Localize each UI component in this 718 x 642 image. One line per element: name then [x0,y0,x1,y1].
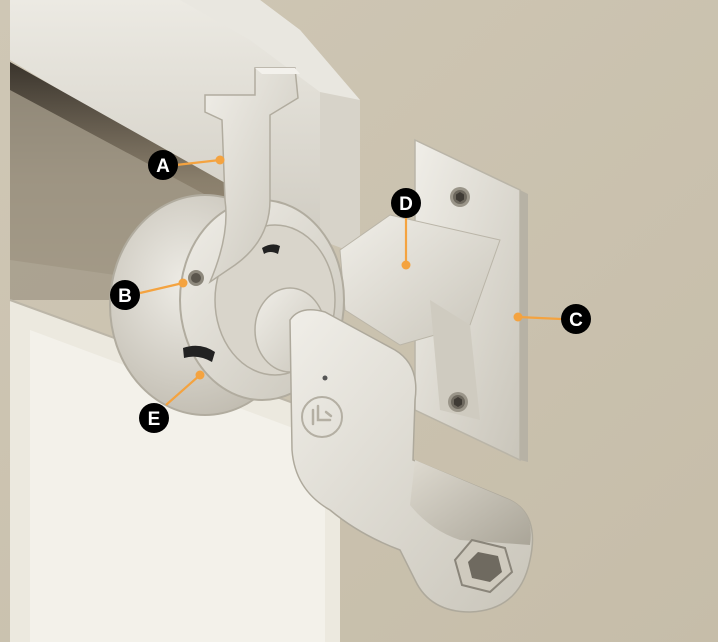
hex-socket-screw-icon [448,392,468,412]
bracket-gusset [430,300,480,420]
svg-text:B: B [118,286,132,307]
leader-line-e [165,374,201,406]
callout-b: B [110,280,140,310]
hex-socket-inner [468,552,502,582]
hex-socket-screw-icon [188,270,204,286]
svg-text:C: C [569,310,583,331]
headrail [10,0,360,250]
leader-line-c [517,315,562,321]
svg-text:E: E [148,409,161,430]
svg-text:D: D [399,194,413,215]
callout-a: A [148,150,178,180]
headrail-top [180,0,360,100]
crank-handle-underside [410,460,531,545]
roller-shade-logo-icon [301,396,343,438]
end-cap-slot [183,345,215,362]
wall-bracket-plate-edge [520,190,528,462]
leader-lines [139,158,562,406]
mounting-clip [204,67,299,285]
hex-socket-screw-icon [450,187,470,207]
callout-c: C [561,304,591,334]
callout-d: D [391,188,421,218]
leader-dots [178,155,523,380]
shade-fabric-inner [30,330,325,642]
callout-e: E [139,403,169,433]
leader-line-b [139,281,184,295]
leader-line-a [175,158,221,167]
handle-dot [322,375,328,381]
end-cap-slot-top [262,244,280,254]
mounting-clip-top [255,68,300,74]
svg-text:A: A [156,156,170,177]
